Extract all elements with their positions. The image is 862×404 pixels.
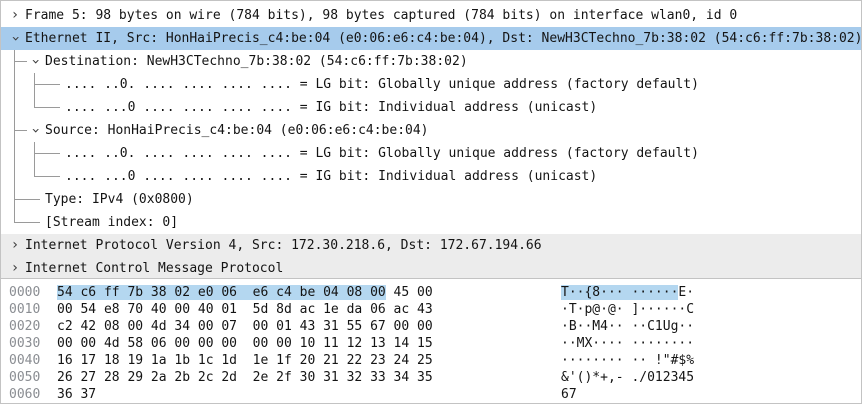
hex-bytes[interactable]: 00 54 e8 70 40 00 40 01 5d 8d ac 1e da 0… [57,302,433,317]
hex-offset: 0040 [9,353,41,368]
ascii-bytes[interactable]: ·B··M4·· ··C1Ug·· [561,319,695,334]
hex-bytes[interactable]: 16 17 18 19 1a 1b 1c 1d 1e 1f 20 21 22 2… [57,353,433,368]
hex-row-0050: 0050 26 27 28 29 2a 2b 2c 2d 2e 2f 30 31 … [1,369,861,386]
packet-detail-text: Destination: NewH3CTechno_7b:38:02 (54:c… [45,54,468,69]
hex-offset: 0000 [9,285,41,300]
packet-detail-row-frame[interactable]: › Frame 5: 98 bytes on wire (784 bits), 9… [1,4,861,27]
tree-guide-line [14,199,40,200]
hex-dump-rows: 0000 54 c6 ff 7b 38 02 e0 06 e6 c4 be 04 … [1,284,861,403]
packet-detail-row-eth-type[interactable]: Type: IPv4 (0x0800) [1,188,861,211]
packet-detail-text: .... ...0 .... .... .... .... = IG bit: … [65,169,598,184]
ascii-bytes[interactable]: &'()*+,- ./012345 [561,370,695,385]
packet-detail-text: .... ..0. .... .... .... .... = LG bit: … [65,146,699,161]
tree-guide-line [14,211,15,223]
hex-row-0000: 0000 54 c6 ff 7b 38 02 e0 06 e6 c4 be 04 … [1,284,861,301]
packet-detail-text: .... ..0. .... .... .... .... = LG bit: … [65,77,699,92]
packet-detail-row-dst-ig-bit[interactable]: .... ...0 .... .... .... .... = IG bit: … [1,96,861,119]
ascii-bytes[interactable]: ········ ·· !"#$% [561,353,695,368]
ascii-bytes[interactable]: ·T·p@·@· ]······C [561,302,695,317]
chevron-down-icon[interactable]: › [27,126,44,135]
hex-row-0040: 0040 16 17 18 19 1a 1b 1c 1d 1e 1f 20 21 … [1,352,861,369]
hex-bytes[interactable]: 26 27 28 29 2a 2b 2c 2d 2e 2f 30 31 32 3… [57,370,433,385]
hex-dump-pane: 0000 54 c6 ff 7b 38 02 e0 06 e6 c4 be 04 … [1,278,861,403]
chevron-right-icon[interactable]: › [10,260,20,276]
tree-guide-line [34,107,60,108]
chevron-right-icon[interactable]: › [10,237,20,253]
hex-bytes[interactable]: 36 37 [57,387,97,402]
hex-offset: 0010 [9,302,41,317]
packet-detail-text: Internet Protocol Version 4, Src: 172.30… [25,238,542,253]
hex-bytes-rest[interactable]: 45 00 [385,285,433,300]
packet-detail-row-icmp[interactable]: › Internet Control Message Protocol [1,257,861,278]
tree-guide-line [14,61,27,62]
hex-row-0060: 0060 36 37 67 [1,386,861,403]
packet-detail-row-ethernet[interactable]: ›Ethernet II, Src: HonHaiPrecis_c4:be:04… [1,27,861,50]
tree-guide-line [34,165,35,177]
packet-detail-text: .... ...0 .... .... .... .... = IG bit: … [65,100,598,115]
ascii-bytes-highlighted[interactable]: T··{8··· ······ [561,285,679,300]
hex-row-0030: 0030 00 00 4d 58 06 00 00 00 00 00 10 11 … [1,335,861,352]
packet-detail-text: Ethernet II, Src: HonHaiPrecis_c4:be:04 … [25,31,861,46]
packet-detail-text: Type: IPv4 (0x0800) [45,192,194,207]
packet-detail-row-eth-source[interactable]: ›Source: HonHaiPrecis_c4:be:04 (e0:06:e6… [1,119,861,142]
ascii-bytes[interactable]: T··{8··· ······E· [561,284,694,301]
hex-bytes[interactable]: 00 00 4d 58 06 00 00 00 00 00 10 11 12 1… [57,336,433,351]
tree-guide-line [34,96,35,108]
packet-detail-row-src-ig-bit[interactable]: .... ...0 .... .... .... .... = IG bit: … [1,165,861,188]
hex-offset: 0050 [9,370,41,385]
packet-detail-row-eth-stream-index[interactable]: [Stream index: 0] [1,211,861,234]
packet-detail-text: Source: HonHaiPrecis_c4:be:04 (e0:06:e6:… [45,123,429,138]
ascii-bytes[interactable]: 67 [561,387,577,402]
packet-detail-row-ipv4[interactable]: › Internet Protocol Version 4, Src: 172.3… [1,234,861,257]
tree-guide-line [34,153,60,154]
tree-guide-line [14,96,15,119]
packet-detail-text: Internet Control Message Protocol [25,261,284,276]
packet-details-pane: › Frame 5: 98 bytes on wire (784 bits), 9… [1,1,861,278]
ascii-bytes[interactable]: ··MX···· ········ [561,336,695,351]
chevron-right-icon[interactable]: › [10,7,20,23]
chevron-down-icon[interactable]: › [7,34,24,43]
tree-guide-line [14,73,15,96]
tree-guide-line [34,84,60,85]
hex-bytes[interactable]: 54 c6 ff 7b 38 02 e0 06 e6 c4 be 04 08 0… [57,284,561,301]
hex-offset: 0030 [9,336,41,351]
hex-bytes[interactable]: c2 42 08 00 4d 34 00 07 00 01 43 31 55 6… [57,319,433,334]
ascii-bytes-rest[interactable]: E· [678,285,695,300]
tree-guide-line [14,165,15,188]
packet-detail-text: [Stream index: 0] [45,215,179,230]
tree-guide-line [14,142,15,165]
packet-detail-text: Frame 5: 98 bytes on wire (784 bits), 98… [25,8,738,23]
hex-row-0010: 0010 00 54 e8 70 40 00 40 01 5d 8d ac 1e … [1,301,861,318]
tree-guide-line [14,222,40,223]
tree-guide-line [34,176,60,177]
hex-bytes-highlighted[interactable]: 54 c6 ff 7b 38 02 e0 06 e6 c4 be 04 08 0… [57,285,386,300]
chevron-down-icon[interactable]: › [27,57,44,66]
packet-detail-row-eth-destination[interactable]: ›Destination: NewH3CTechno_7b:38:02 (54:… [1,50,861,73]
hex-offset: 0020 [9,319,41,334]
packet-detail-row-dst-lg-bit[interactable]: .... ..0. .... .... .... .... = LG bit: … [1,73,861,96]
tree-guide-line [14,130,27,131]
hex-row-0020: 0020 c2 42 08 00 4d 34 00 07 00 01 43 31 … [1,318,861,335]
packet-detail-row-src-lg-bit[interactable]: .... ..0. .... .... .... .... = LG bit: … [1,142,861,165]
hex-offset: 0060 [9,387,41,402]
